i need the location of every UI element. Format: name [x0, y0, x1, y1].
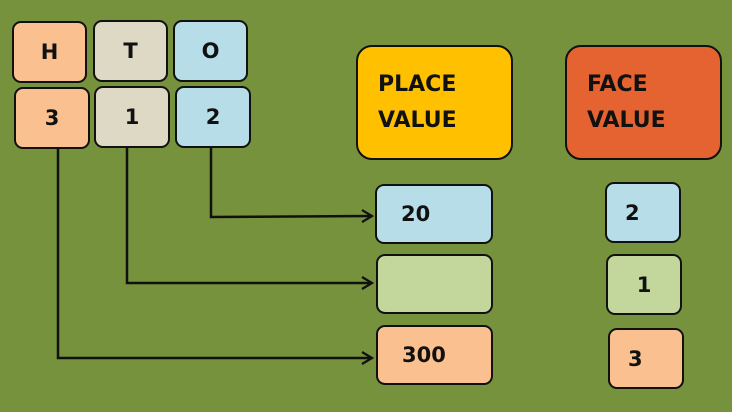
arrow-tens-to-place-value: [125, 148, 372, 283]
digit-ones: 2: [175, 86, 251, 148]
face-value-header-line1: FACE: [587, 71, 648, 97]
header-ones: O: [173, 20, 248, 82]
header-hundreds: H: [12, 21, 87, 83]
face-value-header: FACE VALUE: [565, 45, 722, 160]
face-value-hundreds: 3: [608, 328, 684, 389]
face-value-tens: 1: [606, 254, 682, 315]
digit-hundreds: 3: [14, 87, 90, 149]
place-value-header-line2: VALUE: [378, 107, 457, 133]
arrow-ones-to-place-value: [209, 148, 372, 217]
face-value-ones: 2: [605, 182, 681, 243]
place-value-tens[interactable]: [376, 254, 493, 314]
face-value-header-line2: VALUE: [587, 107, 666, 133]
place-value-header-line1: PLACE: [378, 71, 457, 97]
place-value-ones: 20: [375, 184, 493, 244]
digit-tens: 1: [94, 86, 170, 148]
place-value-header: PLACE VALUE: [356, 45, 513, 160]
place-value-hundreds: 300: [376, 325, 493, 385]
arrow-hundreds-to-place-value: [56, 148, 372, 358]
header-tens: T: [93, 20, 168, 82]
